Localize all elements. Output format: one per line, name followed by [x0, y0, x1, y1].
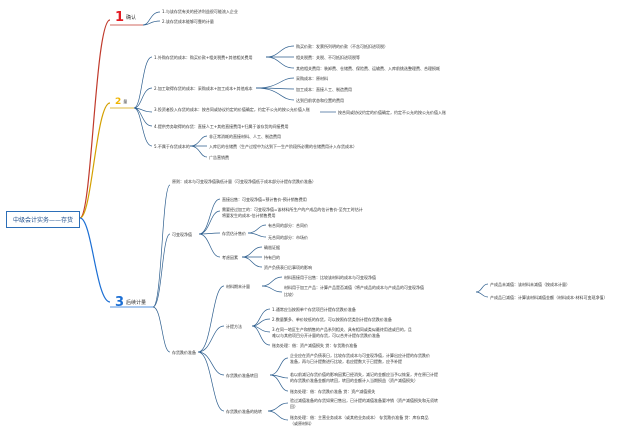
branch-subsequent: 3 后续计量	[115, 296, 146, 309]
measure-excluded: 5.不属于存货成本的	[154, 144, 190, 149]
branch-number-3: 3	[115, 295, 125, 310]
provision-writeoff-1: 验过减值准备的存货如果已售出，已计提的减值准备要冲销（资产减值损失和无须转	[290, 398, 438, 403]
measure-excluded-3: 广告营销费	[209, 155, 229, 160]
measure-purchase-tax: 相关税费：关税、不可抵扣进项税等	[296, 55, 360, 60]
provision-writeoff-entry: 账务处理：借：主营业务成本（或其他业务成本） 存货跌价准备 贷：库存商品	[290, 415, 429, 420]
branch-number-1: 1	[115, 10, 125, 25]
provision-writeoff-entry-cont: （或原材料）	[290, 421, 314, 426]
provision-material-not-impaired: 产成品未减值：该材料未减值（按成本计量）	[490, 282, 570, 287]
measure-purchase: 1.外购存货的成本：购买价款+相关税费+其他相关费用	[154, 55, 253, 60]
provision-material: 材料期末计量	[226, 284, 250, 289]
nrv-price-contract: 有合同的部分：合同价	[268, 223, 308, 228]
measure-excluded-1: 非正常消耗的直接材料、人工、制造费用	[209, 134, 281, 139]
provision-method-3: 3.在同一地区生产和销售的产品系列相关、具有相同或类似最终用途或目的，且	[272, 327, 412, 332]
provision-method-3-cont: 难以与其他项目分开计量的存货，可以合并计提存货跌价准备	[272, 333, 380, 338]
nrv-estimated-price: 存货估计售价	[222, 231, 246, 236]
confirm-item-2: 2.该存货成本能够可靠的计量	[162, 19, 214, 24]
measure-purchase-price: 购买价款：发票所列明的价款（不含可抵扣进项税）	[296, 44, 388, 49]
nrv-factor-purpose: 持有目的	[264, 255, 280, 260]
measure-purchase-other: 其他相关费用：装卸费、仓储费、保险费、运输费、入库前挑选整理费、合理损耗	[296, 66, 440, 71]
nrv-factor-events: 资产负债表日后事项的影响	[264, 265, 312, 270]
measure-excluded-2: 入库后的仓储费（生产过程中为达到下一生产阶段所必需的仓储费用计入存货成本）	[209, 144, 357, 149]
provision-reversal-2-cont: 的存货跌价准备金额内转回，转回的金额计入当期损益（资产减值损失）	[290, 378, 418, 383]
nrv-formula-direct: 直接出售：可变现净值=预计售价-预计销售费用	[222, 197, 307, 202]
measure-investor: 3.投资者投入存货的成本：按合同或协议约定的价值确定，约定不公允的按公允价值入账	[154, 107, 310, 112]
nrv-factors: 考虑因素	[222, 255, 238, 260]
provision-material-impaired: 产成品已减值：计算该材料减值金额（材料成本-材料可变现净值）	[490, 295, 608, 300]
measure-processing: 2.加工取得存货的成本：采购成本+加工成本+其他成本	[154, 86, 253, 91]
provision-reversal: 存货跌价准备转回	[226, 373, 258, 378]
subsequent-principle: 原则：成本与可变现净值孰低计量（可变现净值低于成本部分计提存货跌价准备）	[172, 179, 316, 184]
nrv-price-market: 无合同的部分：市场价	[268, 235, 308, 240]
branch-confirm: 1 确认	[115, 11, 136, 24]
branch-number-2: 2	[115, 97, 122, 107]
provision-material-process-cont: 比较）	[284, 292, 296, 297]
provision-reversal-entry: 账务处理：借：存货跌价准备 贷：资产减值损失	[290, 389, 376, 394]
provision-method-1: 1.通常应当按照单个存货项目计提存货跌价准备	[272, 307, 356, 312]
measure-processing-cost: 加工成本：直接人工、制造费用	[296, 87, 352, 92]
nrv-label: 可变现净值	[172, 232, 192, 237]
branch-label-subsequent: 后续计量	[126, 300, 147, 306]
root-topic: 中级会计实务——存货	[6, 211, 81, 228]
provision-material-sale: 材料直接用于出售：比较该材料的成本与可变现净值	[284, 275, 376, 280]
provision-reversal-1: 企业应在资产负债表日，比较存货成本与可变现净值，计算出应计提的存货跌价	[290, 353, 430, 358]
provision-method: 计提方法	[226, 324, 242, 329]
branch-measure: 2 量	[115, 97, 127, 107]
provision-method-entry: 账务处理：借：资产减值损失 贷：存货跌价准备	[272, 343, 358, 348]
nrv-formula-processing: 需要经过加工的：可变现净值=该材料所生产的产成品的估计售价-至完工时估计	[222, 207, 363, 212]
measure-service: 4.提供劳务取得的存货：直接人工+其他直接费用+归属于该存货的间接费用	[154, 124, 289, 129]
confirm-item-1: 1.与该存货有关的经济利益很可能流入企业	[162, 9, 238, 14]
nrv-factor-evidence: 确凿证据	[264, 245, 280, 250]
provision-writeoff: 存货跌价准备的结转	[226, 409, 262, 414]
branch-label-confirm: 确认	[126, 15, 137, 21]
provision-reversal-1-cont: 准备，再与已计提数进行比较，若应提数大于已提数，应予补提	[290, 359, 402, 364]
measure-processing-other: 达到目前状态和位置的费用	[296, 98, 344, 103]
provision-writeoff-1-cont: 回）	[290, 404, 298, 409]
measure-processing-purchase: 采购成本：原材料	[296, 76, 328, 81]
measure-investor-note: 按合同或协议约定的价值确定，约定不公允的按公允价值入账	[338, 110, 446, 115]
provision-material-process: 材料用于加工产品：计算产品是否减值（将产成品的成本与产成品的可变现净值	[284, 285, 424, 290]
provision-method-2: 2.数量繁多、单价较低的存货，可以按照存货类别计提存货跌价准备	[272, 317, 392, 322]
nrv-formula-processing-cont: 将要发生的成本-估计销售费用	[222, 213, 276, 218]
branch-label-measure: 量	[123, 99, 128, 104]
provision-label: 存货跌价准备	[172, 350, 196, 355]
provision-reversal-2: 若以前减记存货价值的影响因素已经消失，减记的金额应当予以恢复，并在原已计提	[290, 372, 438, 377]
